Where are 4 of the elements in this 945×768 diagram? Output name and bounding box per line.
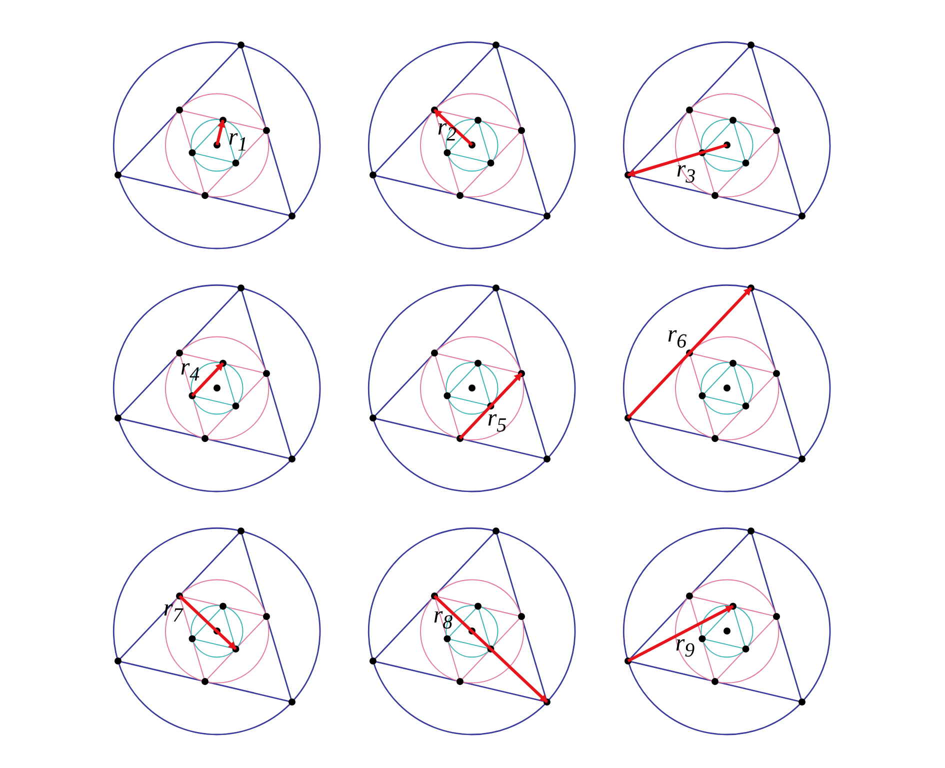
vector-label: r$_{6}$ xyxy=(667,322,687,352)
vector-label: r$_{5}$ xyxy=(487,406,507,436)
vector-label: r$_{3}$ xyxy=(676,158,696,186)
vector-label: r$_{9}$ xyxy=(675,632,695,660)
